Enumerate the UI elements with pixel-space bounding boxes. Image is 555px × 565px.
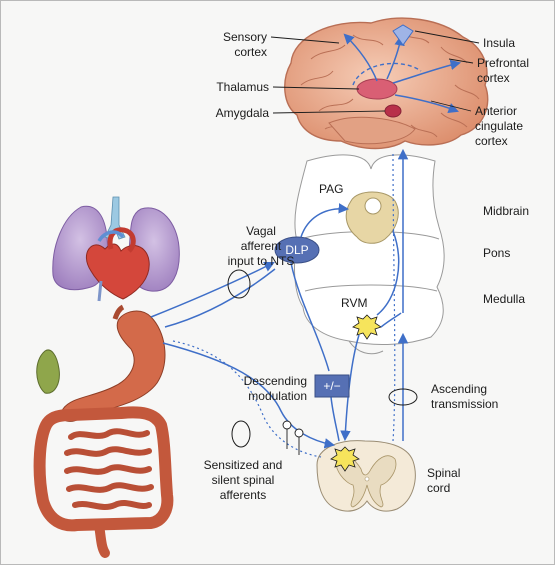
label-dlp: DLP (285, 243, 308, 257)
label-thalamus: Thalamus (216, 80, 269, 94)
label-pons: Pons (483, 246, 510, 260)
label-midbrain: Midbrain (483, 204, 529, 218)
gallbladder (36, 349, 60, 394)
label-sensitized-line3: afferents (220, 488, 266, 502)
esophagus (112, 304, 125, 320)
vagal-path-stomach (164, 268, 276, 328)
amygdala-structure (384, 104, 402, 118)
pulmonary-vessel (97, 230, 125, 243)
heart (85, 243, 150, 300)
brain-leader-lines (270, 30, 480, 114)
ascending-marker (388, 388, 418, 406)
label-pag: PAG (319, 182, 343, 196)
rvm-to-ascending (380, 312, 402, 328)
label-vagal-line2: afferent (241, 239, 282, 253)
brainstem-outline (294, 154, 445, 355)
dlp-to-pag (300, 203, 350, 238)
label-acc-line3: cortex (475, 134, 508, 148)
label-vagal-line3: input to NTS (228, 254, 295, 268)
thalamus-to-acc-arrow (394, 94, 459, 113)
lungs-and-heart (52, 196, 180, 302)
dotted-ascending (392, 150, 396, 442)
thalamus-to-sensory-arrow (343, 33, 378, 82)
label-insula: Insula (483, 36, 515, 50)
vena-cava (97, 280, 103, 302)
thalamus-to-prefrontal-arrow (392, 59, 462, 84)
label-medulla: Medulla (483, 292, 525, 306)
pag-aqueduct (364, 197, 382, 215)
insula-marker (392, 24, 414, 46)
modulation-box (314, 374, 350, 398)
temporal-lobe (328, 116, 416, 145)
label-acc-line1: Anterior (475, 104, 517, 118)
digestive-tract (33, 304, 174, 558)
brain (284, 17, 489, 150)
label-descending-line2: modulation (248, 389, 307, 403)
dorsal-horn-burst-icon (330, 446, 360, 472)
thalamus-structure (356, 78, 398, 100)
label-sensitized-line2: silent spinal (212, 473, 275, 487)
modulation-to-cord (330, 396, 340, 442)
spinal-cord (316, 440, 416, 512)
dlp-structure (274, 236, 320, 264)
spinal-grey-matter (335, 455, 397, 508)
pag-structure (345, 191, 399, 244)
label-ascending-line2: transmission (431, 397, 498, 411)
aorta (107, 227, 136, 253)
dotted-afferent-lower (172, 340, 322, 458)
label-spinal-line2: cord (427, 481, 450, 495)
label-acc-line2: cingulate (475, 119, 523, 133)
large-intestine (33, 406, 174, 532)
label-sensory-cortex-line2: cortex (234, 45, 267, 59)
label-prefrontal-line1: Prefrontal (477, 56, 529, 70)
silent-afferent-lollipops (282, 420, 304, 455)
cingulate-arc (352, 62, 422, 86)
label-rvm: RVM (341, 296, 367, 310)
label-spinal-line1: Spinal (427, 466, 460, 480)
dlp-descending (290, 262, 330, 372)
spinal-afferent-marker (231, 420, 251, 448)
stomach (60, 310, 166, 422)
vagal-pathway-marker (227, 269, 251, 299)
silent-afferent-paths (172, 150, 396, 458)
stomach-to-cord-afferent (162, 342, 336, 449)
label-amygdala: Amygdala (216, 106, 270, 120)
pag-to-rvm (376, 230, 400, 316)
central-canal (364, 476, 370, 482)
vagal-path-lungs (150, 262, 275, 318)
rvm-descending (340, 334, 360, 442)
label-sensory-cortex-line1: Sensory (223, 30, 267, 44)
modulation-symbol: +/− (323, 379, 340, 393)
label-ascending-line1: Ascending (431, 382, 487, 396)
label-vagal-line1: Vagal (246, 224, 276, 238)
label-prefrontal-line2: cortex (477, 71, 510, 85)
label-sensitized-line1: Sensitized and (204, 458, 283, 472)
small-intestine (64, 428, 154, 510)
rectum (94, 520, 110, 558)
rvm-burst-icon (352, 314, 382, 340)
neural-pathways (150, 148, 409, 449)
label-descending-line1: Descending (244, 374, 307, 388)
